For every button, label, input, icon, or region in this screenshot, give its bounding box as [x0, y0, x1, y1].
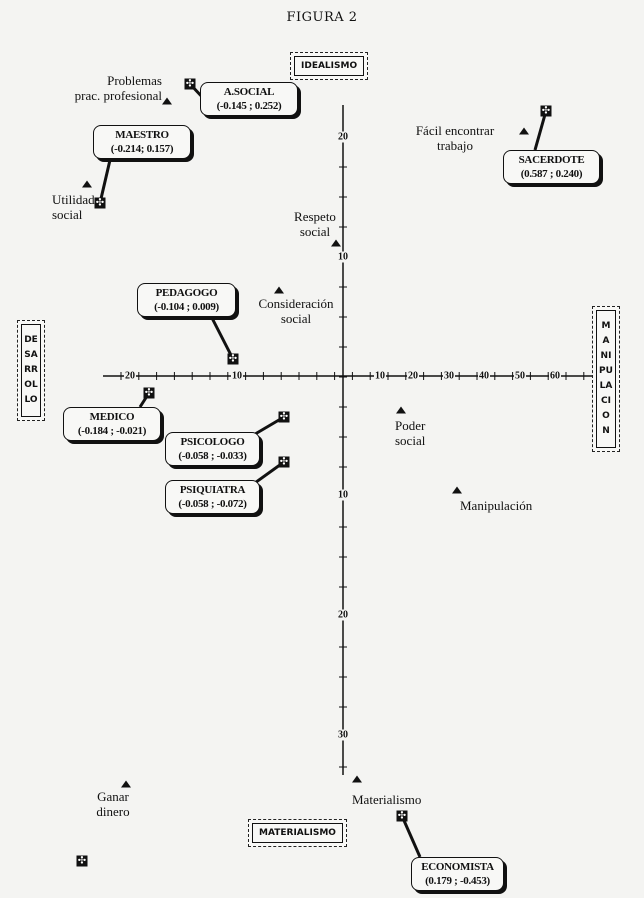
- attribute-triangle-icon: [352, 775, 362, 783]
- profession-marker: ✣: [278, 456, 290, 468]
- attribute-label-line: social: [299, 224, 331, 239]
- attribute-label-line: Poder: [395, 418, 426, 433]
- profession-coords: (-0.058 ; -0.072): [178, 498, 247, 510]
- profession-marker: ✣: [143, 387, 155, 399]
- profession-callout: ECONOMISTA (0.179 ; -0.453): [411, 857, 504, 891]
- axis-label-text: DESARROLLO: [21, 324, 41, 417]
- y-tick-label: 20: [337, 131, 349, 143]
- profession-marker: ✣: [227, 353, 239, 365]
- x-tick-label: 10: [231, 370, 243, 382]
- y-tick-label: 10: [337, 489, 349, 501]
- attribute-label-line: dinero: [96, 804, 130, 819]
- attribute-triangle-icon: [274, 286, 284, 294]
- attribute-label-line: social: [280, 311, 312, 326]
- attribute-label-line: social: [395, 433, 426, 448]
- profession-coords: (-0.145 ; 0.252): [216, 100, 282, 112]
- axis-label-right: MANIPULACION: [592, 306, 620, 452]
- axis-label-text: MANIPULACION: [596, 310, 616, 448]
- profession-coords: (-0.214; 0.157): [110, 143, 174, 155]
- callout-leader: [533, 110, 548, 151]
- profession-callout: MAESTRO (-0.214; 0.157): [93, 125, 191, 159]
- attribute-label-line: prac. profesional: [74, 88, 162, 103]
- profession-marker: ✣: [396, 810, 408, 822]
- attribute-label-line: trabajo: [436, 138, 474, 153]
- x-tick-label: 40: [478, 370, 490, 382]
- profession-name: ECONOMISTA: [421, 861, 494, 873]
- attribute-label: Materialismo: [352, 792, 452, 807]
- profession-coords: (0.179 ; -0.453): [425, 875, 490, 887]
- attribute-label-line: Problemas: [107, 73, 162, 88]
- profession-marker: ✣: [540, 105, 552, 117]
- attribute-label-line: Fácil encontrar: [415, 123, 495, 138]
- profession-marker: ✣: [184, 78, 196, 90]
- profession-name: A.SOCIAL: [223, 86, 275, 98]
- attribute-label-line: Manipulación: [460, 498, 533, 513]
- x-tick-label: 20: [407, 370, 419, 382]
- profession-callout: SACERDOTE (0.587 ; 0.240): [503, 150, 600, 184]
- attribute-label-line: Consideración: [258, 296, 334, 311]
- profession-callout: A.SOCIAL (-0.145 ; 0.252): [200, 82, 298, 116]
- profession-name: MEDICO: [89, 411, 135, 423]
- profession-coords: (-0.104 ; 0.009): [154, 301, 219, 313]
- x-tick-label: 30: [443, 370, 455, 382]
- attribute-label: Manipulación: [460, 498, 560, 513]
- callout-leader: [400, 815, 422, 858]
- axis-label-bottom: MATERIALISMO: [248, 819, 347, 847]
- x-tick-label: 20: [124, 370, 136, 382]
- profession-name: MAESTRO: [115, 129, 169, 141]
- attribute-triangle-icon: [452, 486, 462, 494]
- profession-name: SACERDOTE: [518, 154, 585, 166]
- y-tick-label: 20: [337, 609, 349, 621]
- profession-callout: MEDICO (-0.184 ; -0.021): [63, 407, 161, 441]
- attribute-triangle-icon: [519, 127, 529, 135]
- x-tick-label: 10: [374, 370, 386, 382]
- figure-title: FIGURA 2: [286, 10, 358, 25]
- profession-marker: ✣: [278, 411, 290, 423]
- attribute-triangle-icon: [396, 406, 406, 414]
- profession-callout: PSICOLOGO (-0.058 ; -0.033): [165, 432, 260, 466]
- profession-callout: PSIQUIATRA (-0.058 ; -0.072): [165, 480, 260, 514]
- profession-marker: ✣: [94, 197, 106, 209]
- profession-coords: (0.587 ; 0.240): [520, 168, 583, 180]
- callout-leader: [98, 159, 112, 204]
- profession-name: PEDAGOGO: [155, 287, 218, 299]
- x-tick-label: 50: [514, 370, 526, 382]
- attribute-label-line: Respeto: [294, 209, 336, 224]
- axis-label-top: IDEALISMO: [290, 52, 369, 80]
- axis-label-text: MATERIALISMO: [252, 823, 343, 843]
- y-tick-label: 30: [337, 729, 349, 741]
- attribute-label-line: Ganar: [97, 789, 129, 804]
- callout-leader: [210, 317, 235, 360]
- attribute-triangle-icon: [331, 239, 341, 247]
- profession-coords: (-0.058 ; -0.033): [178, 450, 247, 462]
- axis-label-left: DESARROLLO: [17, 320, 45, 421]
- profession-callout: PEDAGOGO (-0.104 ; 0.009): [137, 283, 236, 317]
- attribute-label-line: social: [52, 207, 83, 222]
- profession-coords: (-0.184 ; -0.021): [77, 425, 147, 437]
- attribute-triangle-icon: [162, 97, 172, 105]
- axis-label-text: IDEALISMO: [294, 56, 365, 76]
- attribute-triangle-icon: [121, 780, 131, 788]
- profession-name: PSICOLOGO: [180, 436, 245, 448]
- unlabeled-marker: ✣: [76, 855, 88, 867]
- x-tick-label: 60: [549, 370, 561, 382]
- profession-name: PSIQUIATRA: [179, 484, 246, 496]
- attribute-label-line: Utilidad: [52, 192, 95, 207]
- attribute-label-line: Materialismo: [352, 792, 422, 807]
- attribute-triangle-icon: [82, 180, 92, 188]
- y-tick-label: 10: [337, 251, 349, 263]
